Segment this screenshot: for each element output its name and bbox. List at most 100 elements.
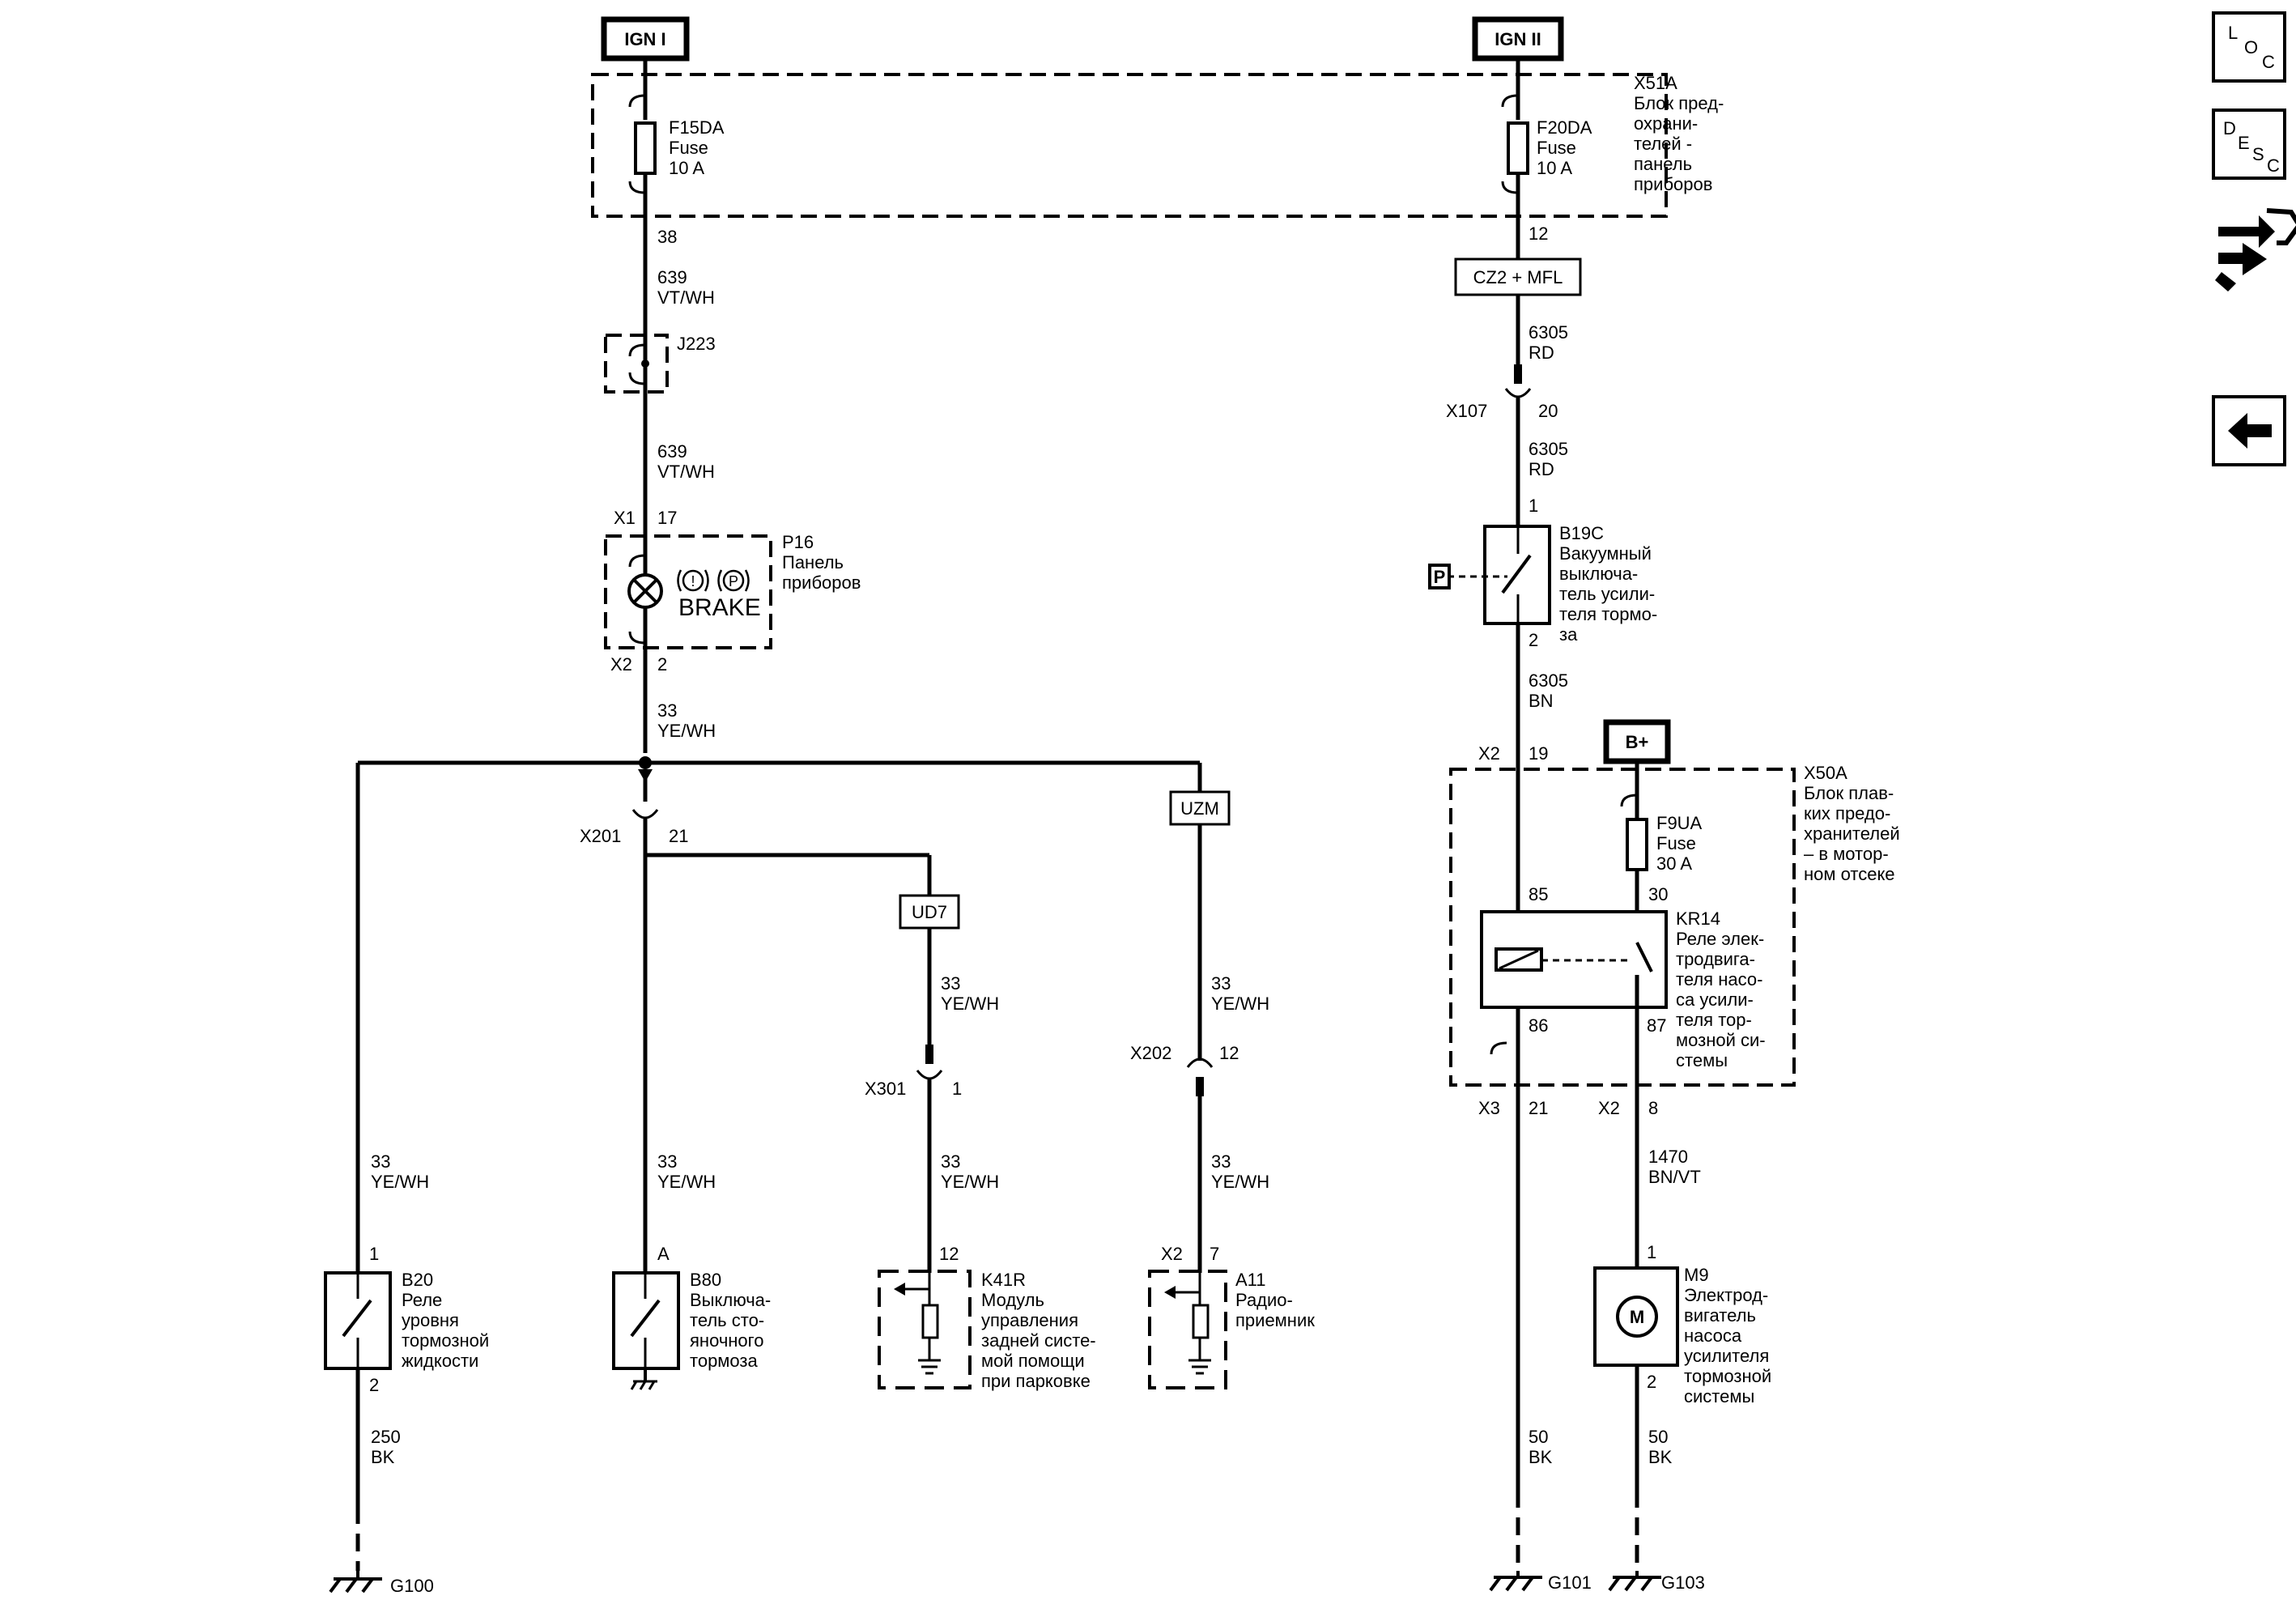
x202-connector: [1186, 1057, 1214, 1068]
k41r-desc-3: задней систе-: [981, 1330, 1096, 1351]
x301-connector-label: X301: [865, 1079, 906, 1099]
f9ua-id: F9UA: [1656, 813, 1703, 833]
f20da-terminal-top: [1501, 94, 1519, 108]
back-button[interactable]: [2212, 395, 2286, 466]
x51a-desc-5: приборов: [1634, 174, 1712, 194]
m9-desc-2: вигатель: [1684, 1305, 1756, 1326]
kr14-x2-connector: X2: [1598, 1098, 1620, 1118]
loc-letter-o: O: [2244, 37, 2258, 57]
k41r-module-box: [878, 1270, 972, 1389]
x301-pin-male: [925, 1045, 933, 1064]
x51a-desc-3: телей -: [1634, 134, 1692, 154]
p16-x2-connector: X2: [610, 654, 632, 674]
wire-6305-num-1: 6305: [1529, 322, 1568, 343]
f20da-type: Fuse: [1537, 138, 1576, 158]
b19c-desc-2: выключа-: [1559, 564, 1638, 584]
wire-6305-col-2: RD: [1529, 459, 1554, 479]
x201-connector: [631, 809, 659, 819]
a11-input-arrow-icon: [1164, 1286, 1176, 1299]
wire-6305-col-1: RD: [1529, 343, 1554, 363]
ign1-power-box: IGN I: [601, 16, 690, 62]
b19c-pin-2: 2: [1529, 630, 1538, 650]
f15da-id: F15DA: [669, 117, 725, 138]
uzm-option-box: [1169, 790, 1231, 826]
x107-connector: [1504, 388, 1532, 398]
wire-6305-col-3: BN: [1529, 691, 1554, 711]
j223-node: [641, 360, 649, 368]
ud7-option-box: [899, 894, 960, 930]
x202-connector-label: X202: [1130, 1043, 1171, 1063]
cz2-mfl-option-box: [1454, 257, 1582, 296]
x51a-desc-2: охрани-: [1634, 113, 1698, 134]
m9-pin-1: 1: [1647, 1242, 1656, 1262]
f15da-terminal-bottom: [628, 181, 646, 194]
f15da-fuse-symbol: [634, 121, 657, 175]
b20-desc-3: тормозной: [402, 1330, 489, 1351]
m9-desc-5: тормозной: [1684, 1366, 1771, 1386]
x202-pin-12: 12: [1219, 1043, 1239, 1063]
p16-terminal-top: [628, 554, 646, 568]
desc-letter-e: E: [2238, 133, 2250, 153]
x51a-desc-4: панель: [1634, 154, 1692, 174]
wire-33-col-a11: YE/WH: [1211, 1172, 1269, 1192]
bplus-label: B+: [1626, 732, 1649, 752]
k41r-desc-2: управления: [981, 1310, 1078, 1330]
brake-lamp-cross-2: [632, 578, 658, 604]
wire-33-num-k41r: 33: [941, 1151, 960, 1172]
a11-radio-box: [1148, 1270, 1227, 1389]
wire-639-num-2: 639: [657, 441, 687, 462]
f20da-fuse-symbol: [1507, 121, 1529, 175]
p16-pin-2: 2: [657, 654, 667, 674]
p16-x1-connector: X1: [614, 508, 636, 528]
loc-button[interactable]: L O C: [2212, 11, 2286, 83]
kr14-desc-2: тродвига-: [1676, 949, 1755, 969]
wire-33-num-a11: 33: [1211, 1151, 1231, 1172]
p16-brake-label: BRAKE: [678, 594, 761, 621]
ground-g103-label: G103: [1661, 1572, 1705, 1593]
a11-x2-connector: X2: [1161, 1244, 1183, 1264]
wire-50-num-1: 50: [1529, 1427, 1548, 1447]
wire-639-col-1: VT/WH: [657, 287, 715, 308]
j223-splice-box: [604, 334, 669, 394]
ud7-label: UD7: [912, 902, 947, 922]
kr14-pin-87: 87: [1647, 1015, 1666, 1036]
b20-id: B20: [402, 1270, 433, 1290]
wire-6305-num-2: 6305: [1529, 439, 1568, 459]
brake-warning-icon: !: [677, 569, 709, 592]
f15da-terminal-top: [628, 94, 646, 108]
m9-pin-2: 2: [1647, 1372, 1656, 1392]
k41r-pin-12: 12: [939, 1244, 959, 1264]
desc-button[interactable]: D E S C: [2212, 109, 2286, 180]
b20-pin-1: 1: [369, 1244, 379, 1264]
loc-letter-l: L: [2228, 23, 2238, 43]
a11-pin-7: 7: [1210, 1244, 1219, 1264]
j223-label: J223: [677, 334, 716, 354]
wire-6305-num-3: 6305: [1529, 670, 1568, 691]
x201-connector-label: X201: [580, 826, 621, 846]
kr14-contact: [1635, 942, 1653, 972]
ground-g101-label: G101: [1548, 1572, 1592, 1593]
f9ua-type: Fuse: [1656, 833, 1696, 853]
m9-desc-4: усилителя: [1684, 1346, 1769, 1366]
svg-text:!: !: [691, 573, 695, 589]
f9ua-fuse-symbol: [1626, 818, 1648, 871]
wire-33-num-main: 33: [657, 700, 677, 721]
f20da-id: F20DA: [1537, 117, 1592, 138]
j223-terminal-top: [628, 343, 646, 357]
kr14-pin-86: 86: [1529, 1015, 1548, 1036]
wire-33-col-b20: YE/WH: [371, 1172, 429, 1192]
connector-tools-button[interactable]: [2215, 208, 2296, 291]
f15da-type: Fuse: [669, 138, 708, 158]
f9ua-terminal-top: [1620, 794, 1638, 807]
a11-desc-2: приемник: [1235, 1310, 1315, 1330]
fuse-block-x51a: [591, 73, 1668, 218]
kr14-pin-30: 30: [1648, 884, 1668, 904]
wire-33-col-uzm: YE/WH: [1211, 994, 1269, 1014]
b80-desc-2: тель сто-: [690, 1310, 764, 1330]
f15da-rating: 10 A: [669, 158, 704, 178]
kr14-desc-1: Реле элек-: [1676, 929, 1764, 949]
p16-id: P16: [782, 532, 814, 552]
kr14-pin-8: 8: [1648, 1098, 1658, 1118]
x301-connector: [916, 1070, 943, 1080]
x50a-pin-19: 19: [1529, 743, 1548, 764]
